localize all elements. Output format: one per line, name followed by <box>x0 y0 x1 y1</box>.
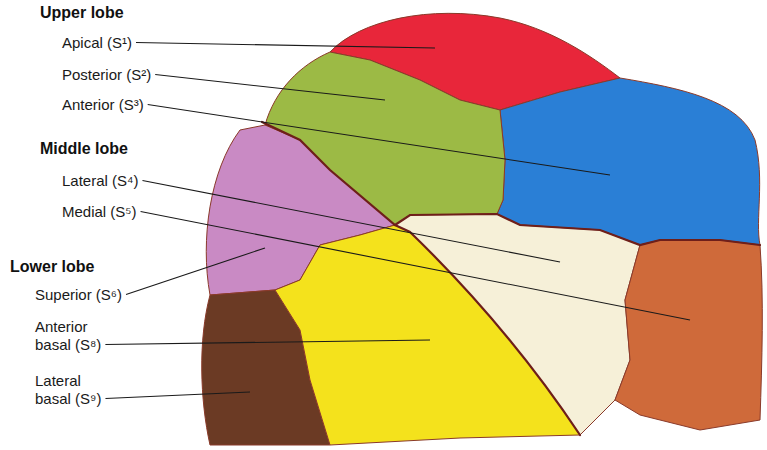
segment-label: Superior (S⁶) <box>35 286 122 304</box>
leader-line <box>155 75 385 101</box>
segment-label: Lateral (S⁴) <box>62 172 138 190</box>
leader-line <box>105 392 250 399</box>
lateral-middle-segment <box>395 214 640 435</box>
segment-label: Posterior (S²) <box>62 66 151 84</box>
leader-line <box>141 212 690 321</box>
segment-label: Lateral basal (S⁹) <box>35 372 117 408</box>
segment-label: Anterior basal (S⁸) <box>35 318 117 354</box>
leader-line <box>136 43 435 49</box>
leader-line <box>148 105 610 176</box>
segment-label: Anterior (S³) <box>62 96 144 114</box>
lobe-heading: Lower lobe <box>10 258 94 276</box>
leader-line <box>142 181 560 263</box>
anterior-segment <box>497 78 760 245</box>
oblique-fissure <box>262 122 580 435</box>
segment-label: Medial (S⁵) <box>62 203 137 221</box>
medial-middle-segment <box>615 240 762 430</box>
leader-line <box>105 340 430 345</box>
lobe-heading: Upper lobe <box>40 4 124 22</box>
leader-line <box>126 248 265 295</box>
lobe-heading: Middle lobe <box>40 140 128 158</box>
segment-label: Apical (S¹) <box>62 34 132 52</box>
